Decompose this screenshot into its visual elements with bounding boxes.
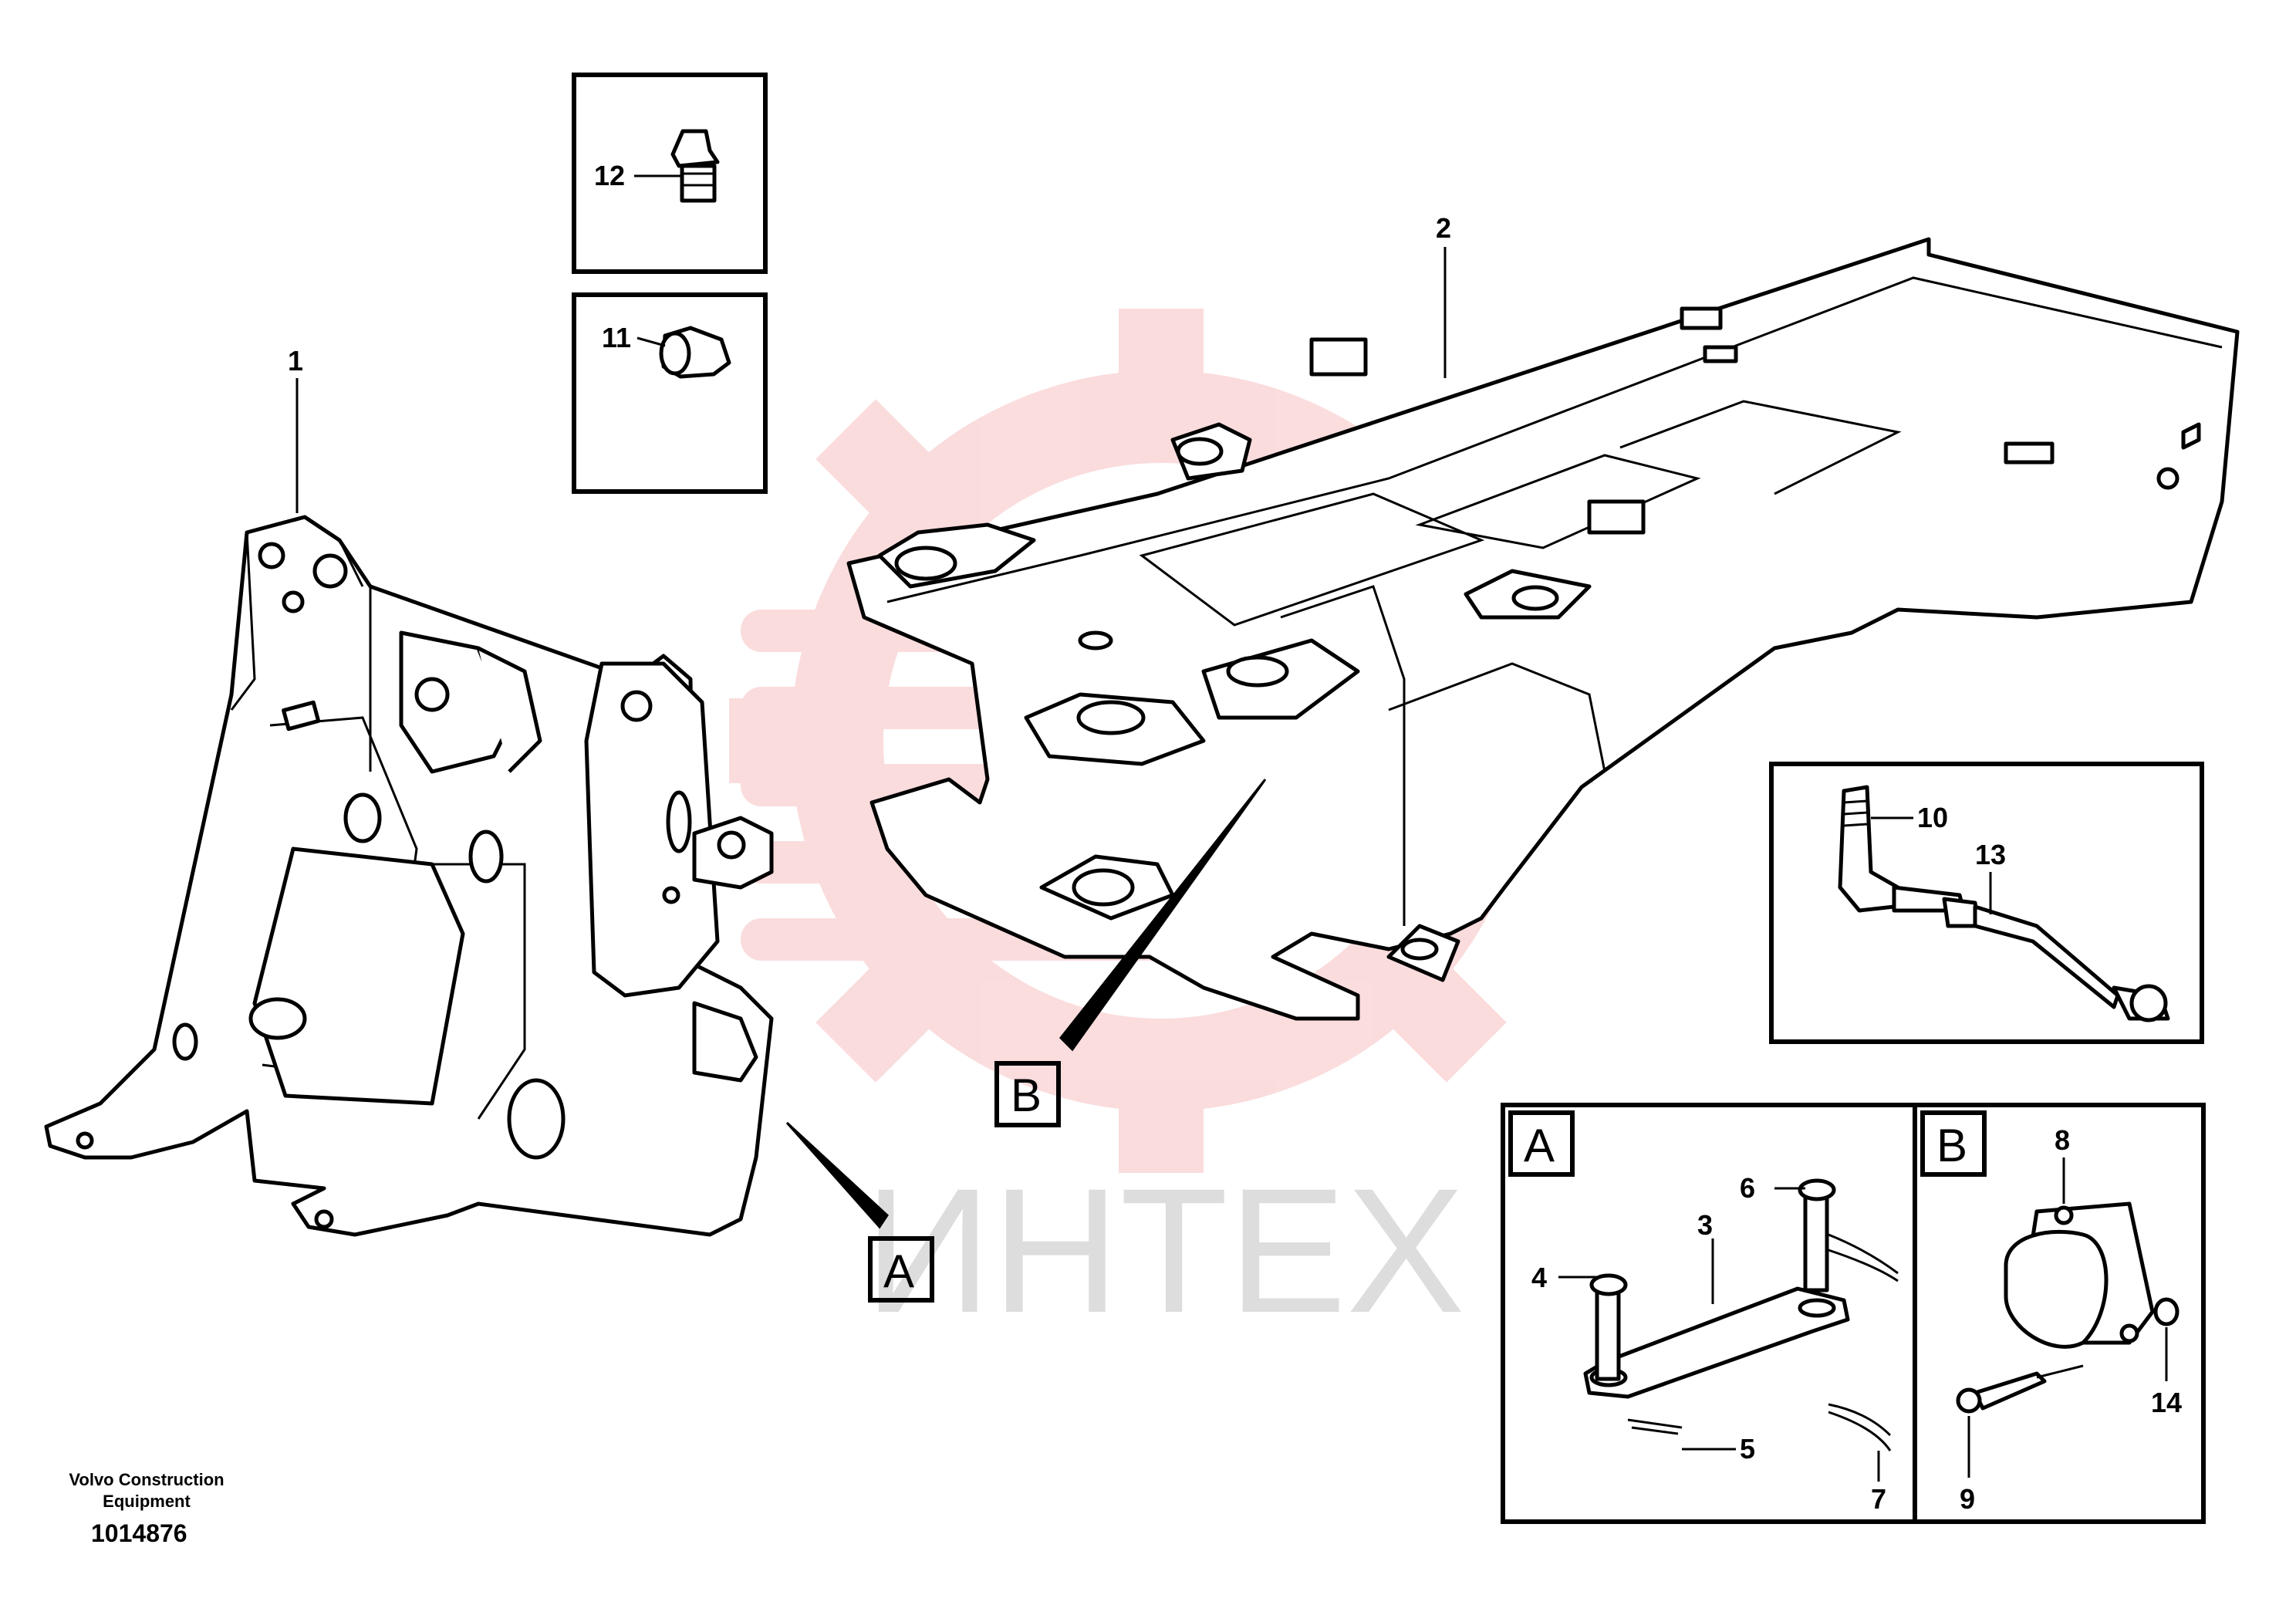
detail-box-b: B 8 9 14 xyxy=(1913,1103,2206,1524)
callout-13: 13 xyxy=(1975,839,2006,870)
footer-company-line1: Volvo Construction xyxy=(69,1470,224,1489)
callout-3: 3 xyxy=(1697,1209,1713,1241)
callout-7: 7 xyxy=(1871,1483,1886,1515)
callout-9: 9 xyxy=(1960,1483,1975,1515)
detail-pointer-b-label: B xyxy=(1011,1070,1042,1121)
detail-pointer-b: B xyxy=(994,779,1267,1127)
callout-11: 11 xyxy=(602,322,631,353)
callout-1: 1 xyxy=(288,345,303,377)
detail-box-items-10-13: 10 13 xyxy=(1769,762,2204,1044)
callout-12: 12 xyxy=(594,160,625,191)
callout-2: 2 xyxy=(1436,212,1451,244)
figure-number: 1014876 xyxy=(91,1519,187,1547)
detail-pointer-a: A xyxy=(785,1121,934,1303)
callout-6: 6 xyxy=(1740,1172,1755,1204)
detail-pointer-a-label: A xyxy=(883,1245,914,1297)
detail-box-item-12: 12 xyxy=(572,73,768,274)
detail-box-b-label: B xyxy=(1936,1120,1967,1171)
detail-box-item-11: 11 xyxy=(572,292,768,494)
callout-14: 14 xyxy=(2151,1387,2182,1418)
detail-box-a: A 6 3 4 5 7 xyxy=(1501,1103,1917,1524)
footer-company-line2: Equipment xyxy=(103,1492,191,1511)
detail-box-a-label: A xyxy=(1524,1120,1555,1171)
callout-10: 10 xyxy=(1917,802,1948,833)
lift-frame-part xyxy=(44,515,774,1237)
rear-frame-part xyxy=(846,237,2240,1021)
callout-5: 5 xyxy=(1740,1433,1755,1465)
callout-8: 8 xyxy=(2055,1124,2070,1156)
watermark-text: ИНТЕХ xyxy=(864,1151,1465,1350)
callout-4: 4 xyxy=(1531,1262,1547,1293)
